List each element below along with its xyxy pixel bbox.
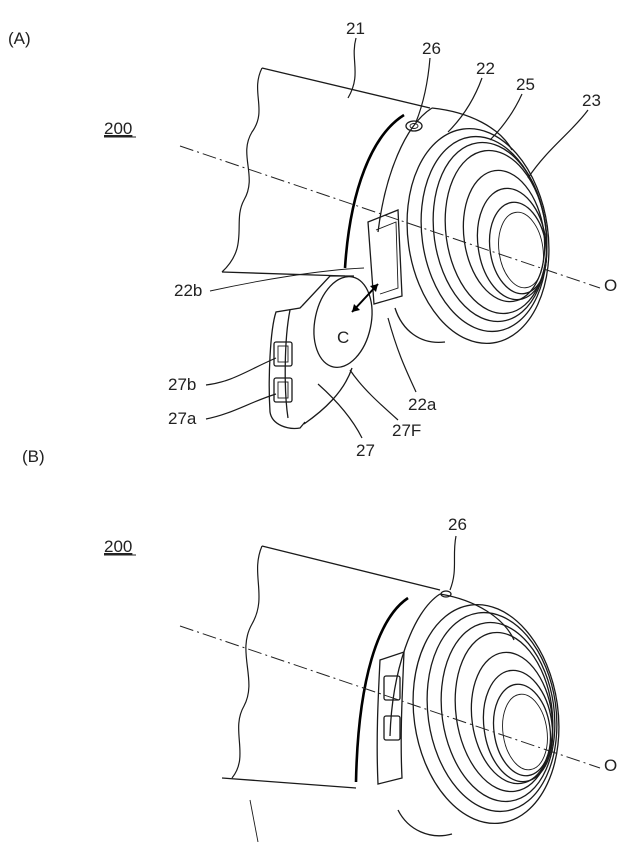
body-b bbox=[222, 546, 440, 842]
ring-b bbox=[356, 594, 514, 836]
label-22a: 22a bbox=[408, 395, 437, 414]
figure-b: (B) 200 bbox=[22, 447, 617, 842]
button-b-top-icon bbox=[384, 676, 400, 700]
label-26-b: 26 bbox=[448, 515, 467, 534]
optical-axis-b bbox=[180, 626, 600, 768]
label-21: 21 bbox=[346, 19, 365, 38]
panel-label-b: (B) bbox=[22, 447, 45, 466]
label-27b: 27b bbox=[168, 375, 196, 394]
panel-label-a: (A) bbox=[8, 29, 31, 48]
contact-face-27F bbox=[306, 271, 380, 373]
label-25: 25 bbox=[516, 75, 535, 94]
label-26-b-leader bbox=[450, 536, 456, 590]
optical-axis-a bbox=[180, 146, 600, 288]
labels-a: 21 26 22 25 23 22b 22a 27F 27b 27a 27 bbox=[168, 19, 601, 460]
lens-mount-rings bbox=[394, 119, 563, 352]
lens-mount-rings-b bbox=[399, 595, 572, 833]
button-b-bottom-icon bbox=[384, 716, 400, 740]
center-label-c: C bbox=[337, 328, 349, 347]
label-22b: 22b bbox=[174, 281, 202, 300]
label-27a: 27a bbox=[168, 409, 197, 428]
label-27F: 27F bbox=[392, 421, 421, 440]
label-23: 23 bbox=[582, 91, 601, 110]
figure-a: (A) 200 bbox=[8, 19, 617, 460]
body-21 bbox=[222, 68, 430, 276]
label-22: 22 bbox=[476, 59, 495, 78]
axis-label-b: O bbox=[604, 756, 617, 775]
label-27: 27 bbox=[356, 441, 375, 460]
attachment-27: C bbox=[269, 271, 380, 428]
device-ref-a: 200 bbox=[104, 119, 132, 138]
device-ref-b: 200 bbox=[104, 537, 132, 556]
label-26-a: 26 bbox=[422, 39, 441, 58]
axis-label-a: O bbox=[604, 276, 617, 295]
